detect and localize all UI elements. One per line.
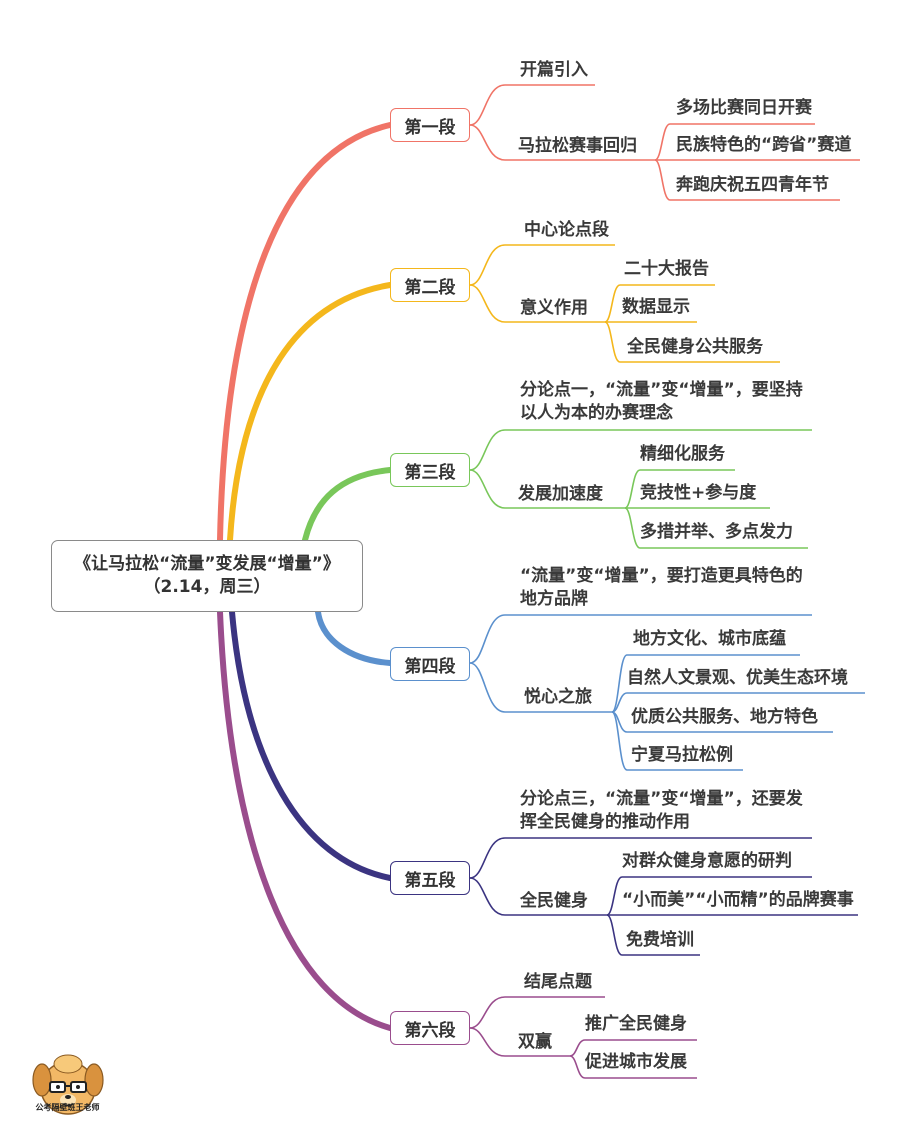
branch-6 xyxy=(217,609,393,1031)
node-youth-day-run[interactable]: 奔跑庆祝五四青年节 xyxy=(676,175,829,195)
node-cross-province-track[interactable]: 民族特色的“跨省”赛道 xyxy=(676,135,852,155)
node-fitness-demand-study[interactable]: 对群众健身意愿的研判 xyxy=(622,851,792,871)
node-win-win[interactable]: 双赢 xyxy=(518,1032,552,1052)
node-acceleration[interactable]: 发展加速度 xyxy=(518,484,603,504)
watermark-caption: 公考隔壁班王老师 xyxy=(35,1103,100,1112)
branch-2 xyxy=(227,282,393,543)
root-title: 《让马拉松“流量”变发展“增量”》 xyxy=(74,554,340,575)
node-sub-argument-1[interactable]: 分论点一，“流量”变“增量”，要坚持以人为本的办赛理念 xyxy=(520,380,803,423)
node-significance[interactable]: 意义作用 xyxy=(520,298,588,318)
node-local-culture[interactable]: 地方文化、城市底蕴 xyxy=(633,629,786,649)
section-3-node[interactable]: 第三段 xyxy=(390,453,470,487)
node-opening[interactable]: 开篇引入 xyxy=(520,60,588,80)
node-refined-service[interactable]: 精细化服务 xyxy=(640,444,725,464)
node-public-fitness-service[interactable]: 全民健身公共服务 xyxy=(627,337,763,357)
node-ningxia-example[interactable]: 宁夏马拉松例 xyxy=(631,745,733,765)
section-4-node[interactable]: 第四段 xyxy=(390,647,470,681)
node-same-day-races[interactable]: 多场比赛同日开赛 xyxy=(676,98,812,118)
node-conclusion[interactable]: 结尾点题 xyxy=(524,972,592,992)
root-topic[interactable]: 《让马拉松“流量”变发展“增量”》 （2.14，周三） xyxy=(51,540,363,612)
section-1-node[interactable]: 第一段 xyxy=(390,108,470,142)
node-promote-fitness[interactable]: 推广全民健身 xyxy=(585,1014,687,1034)
node-free-training[interactable]: 免费培训 xyxy=(626,930,694,950)
section-6-node[interactable]: 第六段 xyxy=(390,1011,470,1045)
node-data-shows[interactable]: 数据显示 xyxy=(622,297,690,317)
node-national-fitness[interactable]: 全民健身 xyxy=(520,891,588,911)
node-city-development[interactable]: 促进城市发展 xyxy=(585,1052,687,1072)
root-subtitle: （2.14，周三） xyxy=(143,577,271,597)
node-quality-public-service[interactable]: 优质公共服务、地方特色 xyxy=(631,707,818,727)
node-central-argument[interactable]: 中心论点段 xyxy=(524,220,609,240)
dog-mascot-icon xyxy=(32,1054,104,1115)
branch-1 xyxy=(217,122,393,543)
section-2-node[interactable]: 第二段 xyxy=(390,268,470,302)
node-marathon-return[interactable]: 马拉松赛事回归 xyxy=(518,136,637,156)
node-local-brand[interactable]: “流量”变“增量”，要打造更具特色的地方品牌 xyxy=(520,566,803,609)
node-natural-landscape[interactable]: 自然人文景观、优美生态环境 xyxy=(627,668,848,688)
node-pleasant-journey[interactable]: 悦心之旅 xyxy=(524,687,592,707)
branch-3 xyxy=(302,467,393,543)
branch-5 xyxy=(229,609,393,881)
node-small-brand-events[interactable]: “小而美”“小而精”的品牌赛事 xyxy=(622,890,854,910)
node-20th-congress-report[interactable]: 二十大报告 xyxy=(624,259,709,279)
branch-4 xyxy=(315,609,393,666)
node-sub-argument-3[interactable]: 分论点三，“流量”变“增量”，还要发挥全民健身的推动作用 xyxy=(520,789,803,832)
node-competitive-participation[interactable]: 竞技性+参与度 xyxy=(640,483,757,503)
node-multiple-measures[interactable]: 多措并举、多点发力 xyxy=(640,522,793,542)
section-5-node[interactable]: 第五段 xyxy=(390,861,470,895)
